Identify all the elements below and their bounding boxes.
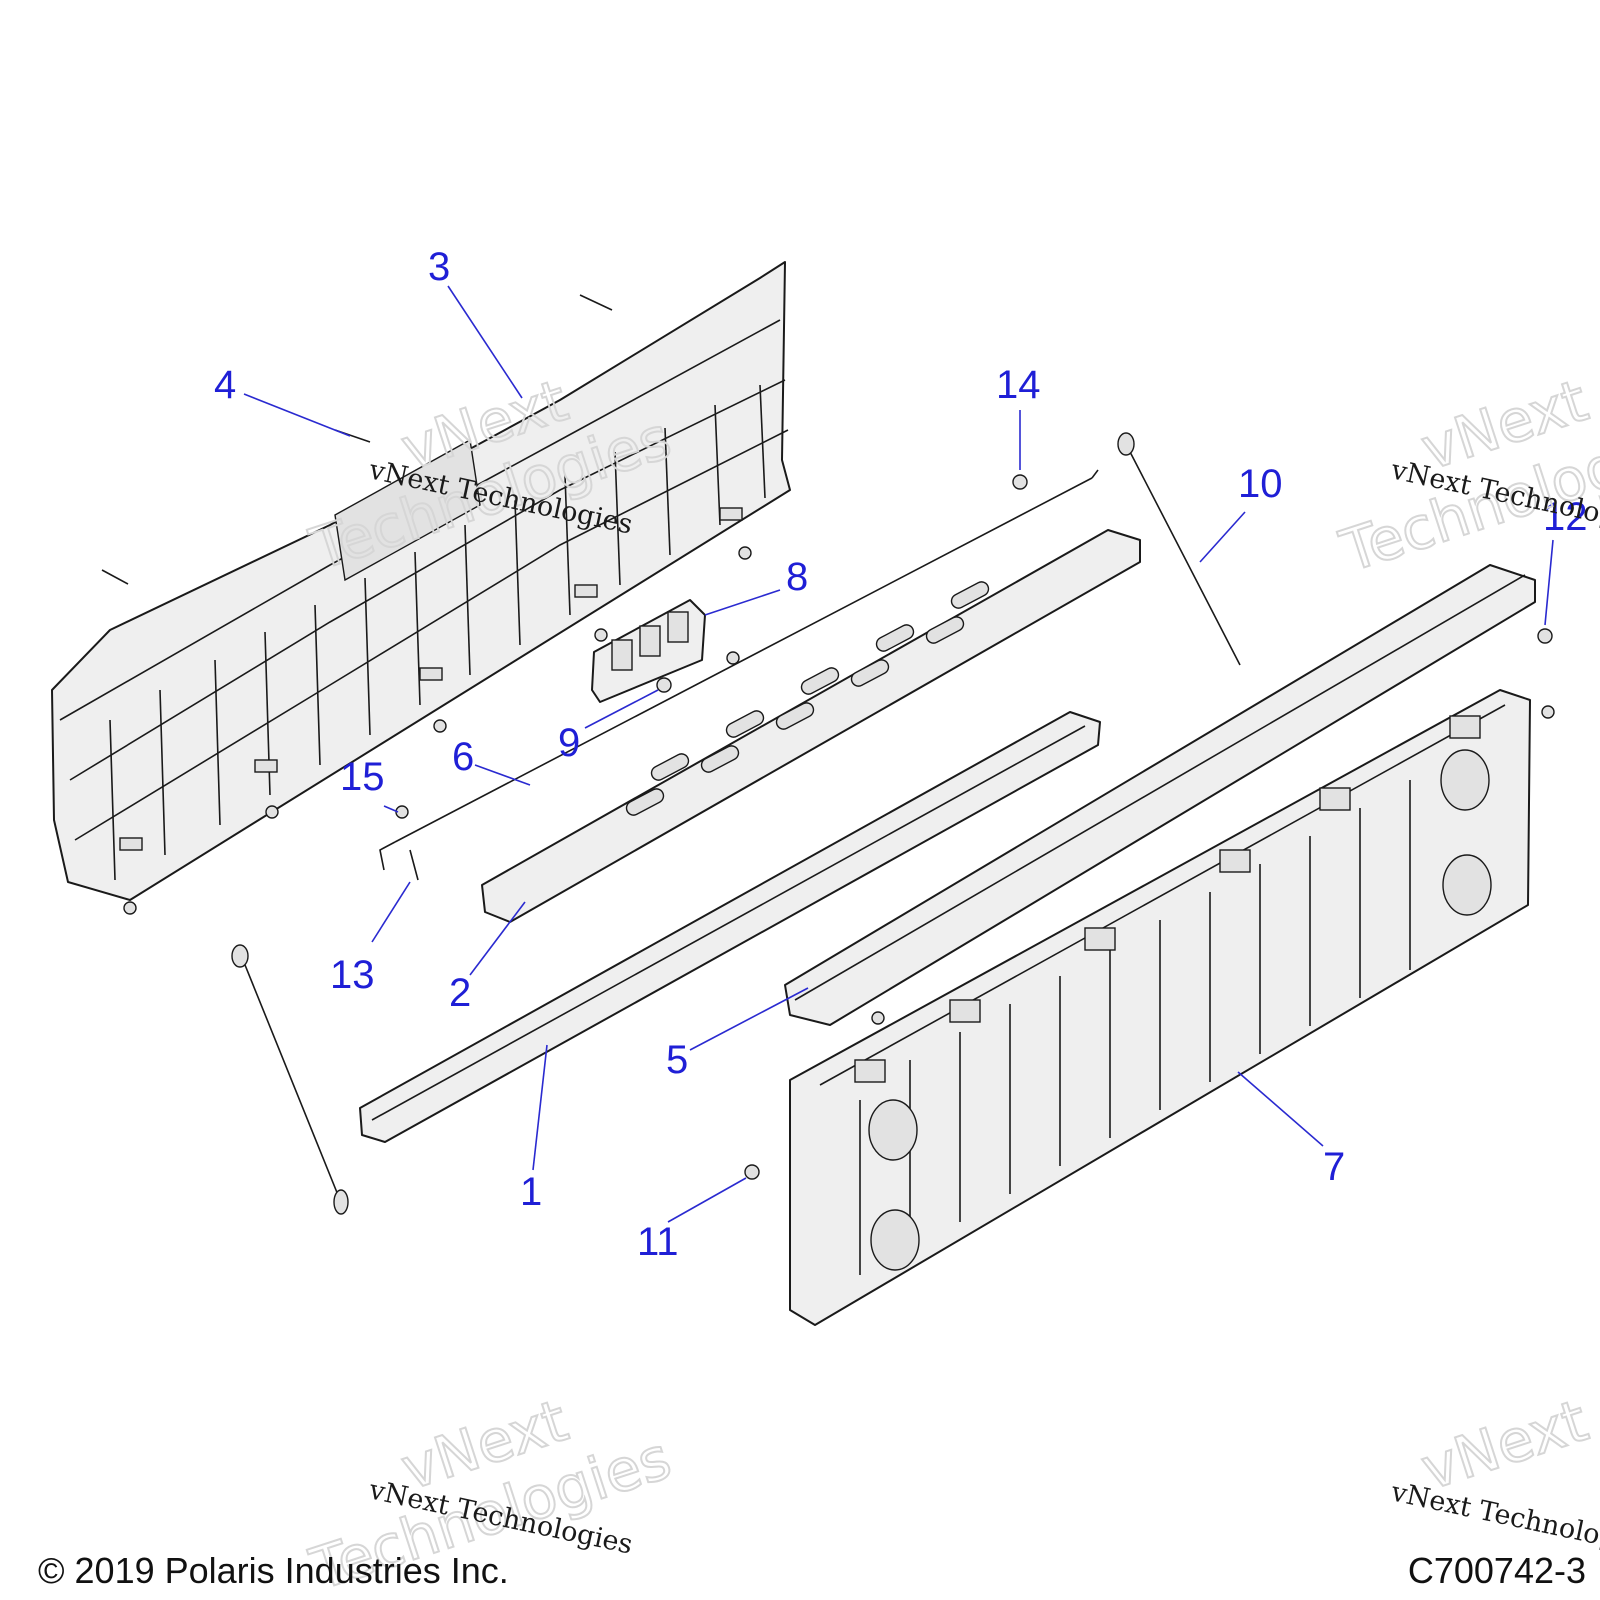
part-7-outer-panel bbox=[789, 689, 1531, 1326]
callout-2: 2 bbox=[449, 971, 471, 1015]
part-1-long-channel bbox=[359, 711, 1101, 1143]
part-10-cables bbox=[231, 432, 1241, 1215]
part-2-perforated-support bbox=[481, 529, 1141, 923]
outer-panel-clips bbox=[854, 715, 1481, 1083]
callout-5: 5 bbox=[666, 1038, 688, 1082]
part-14-nut bbox=[1012, 474, 1028, 490]
figure-id: C700742-3 bbox=[1407, 1550, 1586, 1591]
small-hardware bbox=[395, 474, 1555, 1180]
part-8-latch-bracket bbox=[591, 599, 706, 703]
panel-screws bbox=[123, 546, 752, 915]
part-11-screw bbox=[744, 1164, 760, 1180]
callout-numbers: 3 4 14 10 12 8 9 6 15 13 2 5 1 7 11 bbox=[214, 245, 1588, 1264]
callout-11: 11 bbox=[637, 1220, 679, 1264]
callout-1: 1 bbox=[520, 1170, 542, 1214]
part-6-latch-rod bbox=[379, 469, 1099, 871]
callout-8: 8 bbox=[786, 555, 808, 599]
outer-panel-circles bbox=[868, 749, 1492, 1271]
callout-3: 3 bbox=[428, 245, 450, 289]
callout-7: 7 bbox=[1323, 1145, 1345, 1189]
callout-6: 6 bbox=[452, 735, 474, 779]
part-3-inner-panel bbox=[51, 261, 791, 915]
callout-12: 12 bbox=[1543, 495, 1588, 539]
part-13-cotter-pin bbox=[409, 849, 419, 881]
outer-panel-ribs bbox=[909, 780, 1411, 1250]
callout-15: 15 bbox=[340, 755, 385, 799]
part-5-cap-rail bbox=[784, 564, 1536, 1026]
support-slots bbox=[625, 581, 990, 816]
callout-leaders bbox=[243, 285, 1554, 1223]
part-12-screw bbox=[1537, 628, 1553, 644]
part-9-nut bbox=[656, 677, 672, 693]
inner-panel-ribs bbox=[109, 384, 766, 881]
callout-9: 9 bbox=[558, 721, 580, 765]
watermark-top-right: vNext Technologies vNext Technologies bbox=[1331, 365, 1600, 586]
watermark-bottom-right: vNext vNext Technologies bbox=[1388, 1385, 1600, 1562]
callout-14: 14 bbox=[996, 363, 1041, 407]
callout-10: 10 bbox=[1238, 462, 1283, 506]
copyright-notice: © 2019 Polaris Industries Inc. bbox=[38, 1550, 509, 1591]
callout-13: 13 bbox=[330, 953, 375, 997]
callout-4: 4 bbox=[214, 363, 236, 407]
